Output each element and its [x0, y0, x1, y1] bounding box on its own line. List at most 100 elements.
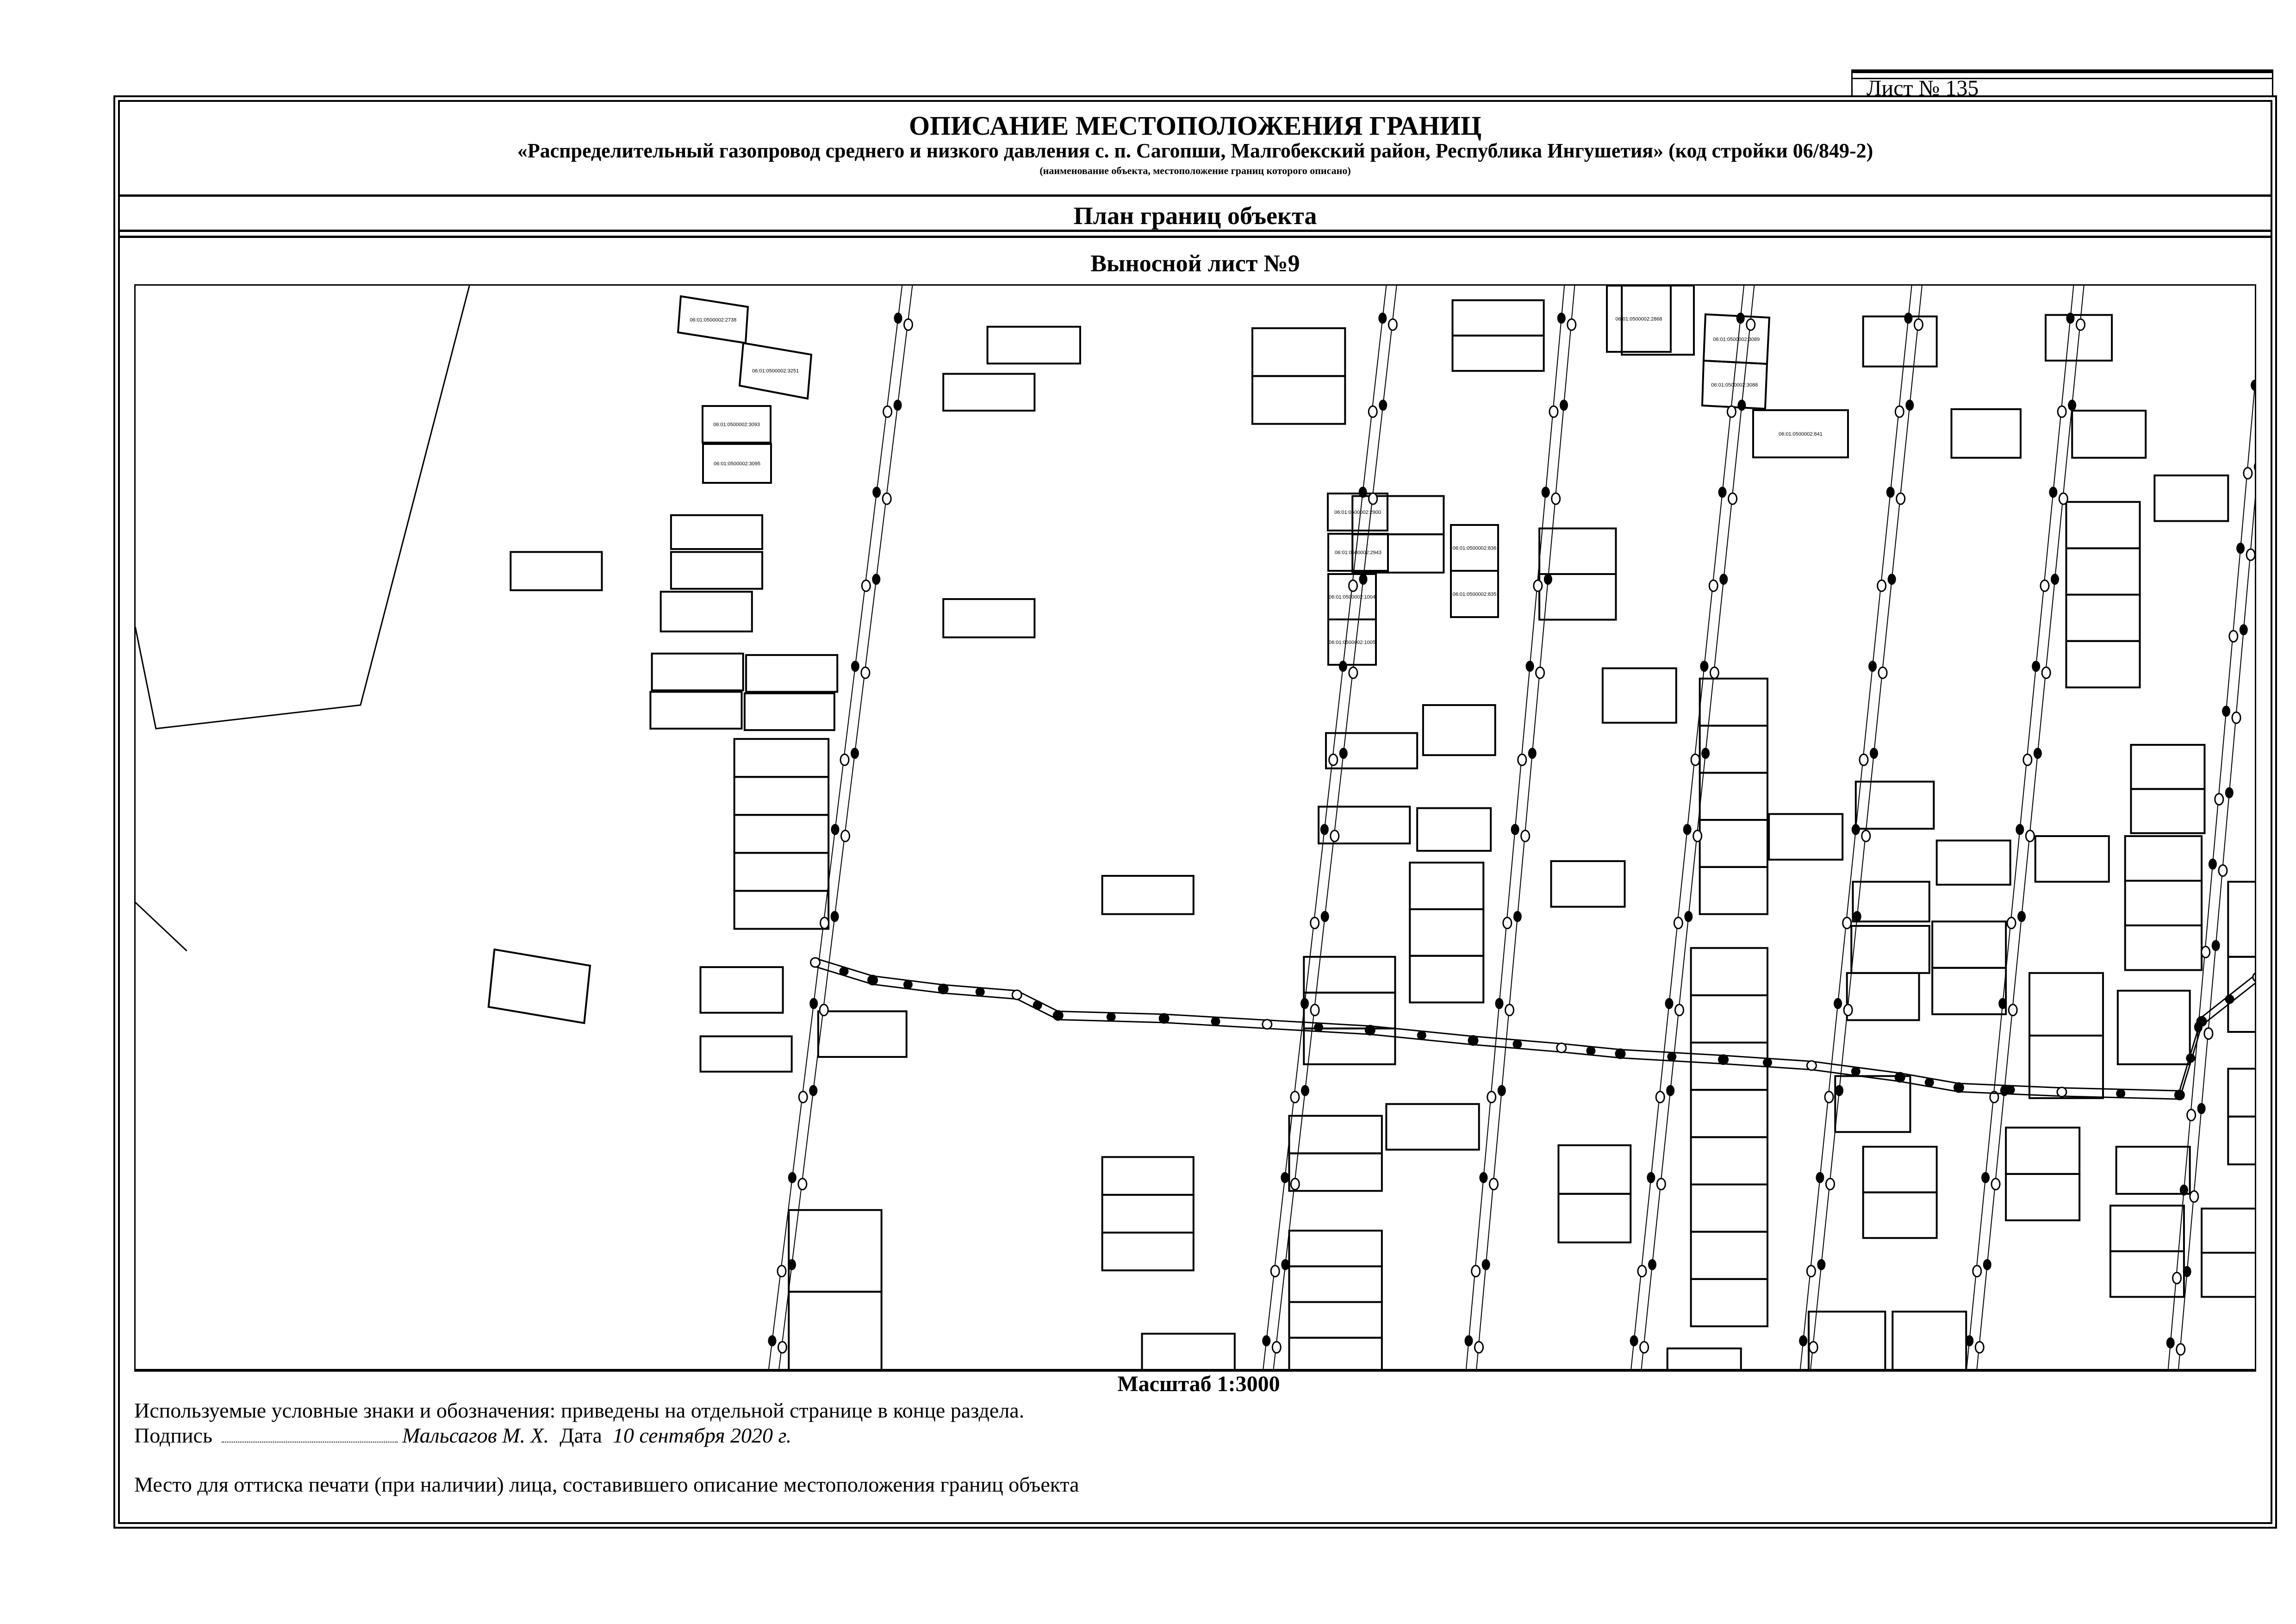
parcel-boundary — [1699, 866, 1768, 915]
survey-point — [2025, 830, 2035, 843]
signature-field[interactable] — [221, 1423, 398, 1443]
survey-point — [1052, 1010, 1064, 1021]
parcel-boundary — [1288, 1265, 1383, 1303]
survey-point — [938, 983, 949, 994]
survey-point — [2186, 1053, 2196, 1063]
survey-point — [2057, 405, 2067, 418]
survey-point — [1290, 1091, 1300, 1104]
parcel-boundary — [2116, 989, 2191, 1065]
parcel-boundary — [1862, 315, 1938, 368]
survey-point — [809, 998, 818, 1009]
survey-point — [1648, 1259, 1657, 1270]
survey-point — [1512, 1039, 1522, 1049]
parcel-boundary — [1101, 1231, 1195, 1272]
divider — [120, 230, 2271, 238]
survey-point — [1471, 1265, 1481, 1278]
parcel-boundary — [660, 591, 753, 633]
survey-point — [2058, 492, 2068, 505]
survey-point — [1983, 1259, 1991, 1270]
legend-note: Используемые условные знаки и обозначени… — [134, 1399, 1025, 1422]
survey-point — [1314, 1022, 1324, 1032]
parcel-boundary — [745, 654, 839, 693]
survey-point — [2231, 711, 2241, 724]
survey-point — [1417, 1031, 1426, 1040]
survey-point — [1281, 1259, 1290, 1270]
survey-point — [1817, 1259, 1826, 1270]
stamp-note: Место для оттиска печати (при наличии) л… — [134, 1473, 1079, 1496]
survey-point — [2176, 1343, 2186, 1356]
corridor-boundary — [1273, 286, 1397, 1369]
survey-point — [2008, 1004, 2018, 1017]
survey-point — [1861, 830, 1871, 843]
survey-point — [1853, 911, 1861, 922]
survey-point — [1348, 579, 1358, 592]
survey-point — [1615, 1048, 1626, 1059]
parcel-boundary — [942, 373, 1036, 412]
parcel-boundary — [733, 738, 830, 778]
survey-point — [1368, 492, 1378, 505]
survey-point — [1328, 753, 1338, 766]
survey-point — [883, 405, 893, 418]
parcel-label: 06:01:0500002:3089 — [1713, 337, 1760, 343]
survey-point — [1338, 661, 1347, 672]
parcel-boundary — [1950, 408, 2022, 459]
survey-point — [2251, 380, 2255, 391]
parcel-boundary — [1409, 862, 1485, 911]
survey-point — [1806, 1265, 1816, 1278]
parcel-boundary — [738, 342, 813, 400]
survey-point — [1877, 579, 1887, 592]
survey-point — [893, 400, 902, 411]
parcel-boundary — [2065, 640, 2141, 688]
survey-point — [2253, 463, 2255, 471]
survey-point — [2236, 543, 2245, 554]
corridor-boundary — [1976, 286, 2084, 1369]
parcel-boundary — [2227, 1068, 2255, 1118]
parcel-boundary — [1862, 1146, 1938, 1193]
survey-point — [1290, 1178, 1300, 1191]
corridor-boundary — [1476, 286, 1575, 1369]
survey-point — [1468, 1035, 1479, 1046]
sheet-number: Лист № 135 — [1867, 76, 1979, 100]
parcel-label: 06:01:0500002:3251 — [752, 368, 799, 374]
survey-point — [1718, 1054, 1729, 1065]
parcel-boundary — [1862, 1191, 1938, 1239]
survey-point — [1896, 492, 1906, 505]
survey-point — [2075, 318, 2085, 331]
parcel-boundary — [1385, 1103, 1480, 1151]
survey-point — [2041, 666, 2051, 679]
parcel-boundary — [1288, 1337, 1383, 1369]
parcel-boundary — [733, 852, 830, 892]
parcel-label: 06:01:0500002:836 — [1453, 546, 1497, 551]
survey-point — [1281, 1172, 1289, 1183]
survey-point — [1567, 318, 1577, 331]
survey-point — [861, 579, 871, 592]
survey-point — [1647, 1172, 1655, 1183]
parcel-boundary — [1141, 1332, 1236, 1369]
parcel-label: 06:01:0500002:2738 — [690, 318, 736, 323]
survey-point — [1887, 574, 1896, 585]
survey-point — [1972, 1265, 1982, 1278]
parcel-boundary — [1416, 807, 1492, 852]
parcel-boundary — [1690, 947, 1768, 996]
survey-point — [1701, 748, 1710, 759]
parcel-boundary — [1690, 994, 1768, 1044]
survey-point — [1991, 1178, 2001, 1191]
survey-point — [1106, 1012, 1116, 1022]
survey-point — [1709, 666, 1719, 679]
corridor-boundary — [2178, 497, 2255, 1369]
survey-point — [1683, 824, 1692, 835]
survey-point — [2179, 1184, 2188, 1196]
survey-point — [1998, 998, 2007, 1009]
survey-point — [2186, 1109, 2196, 1122]
survey-point — [1974, 1341, 1985, 1354]
survey-point — [851, 661, 859, 672]
date-value: 10 сентября 2020 г. — [612, 1424, 792, 1447]
parcel-boundary — [2065, 593, 2141, 642]
parcel-label: 06:01:0500002:1004 — [1329, 594, 1375, 600]
survey-point — [1358, 487, 1367, 498]
survey-point — [1981, 1172, 1990, 1183]
parcel-boundary — [2005, 1173, 2081, 1222]
survey-point — [2201, 946, 2211, 959]
survey-point — [1806, 1060, 1817, 1071]
